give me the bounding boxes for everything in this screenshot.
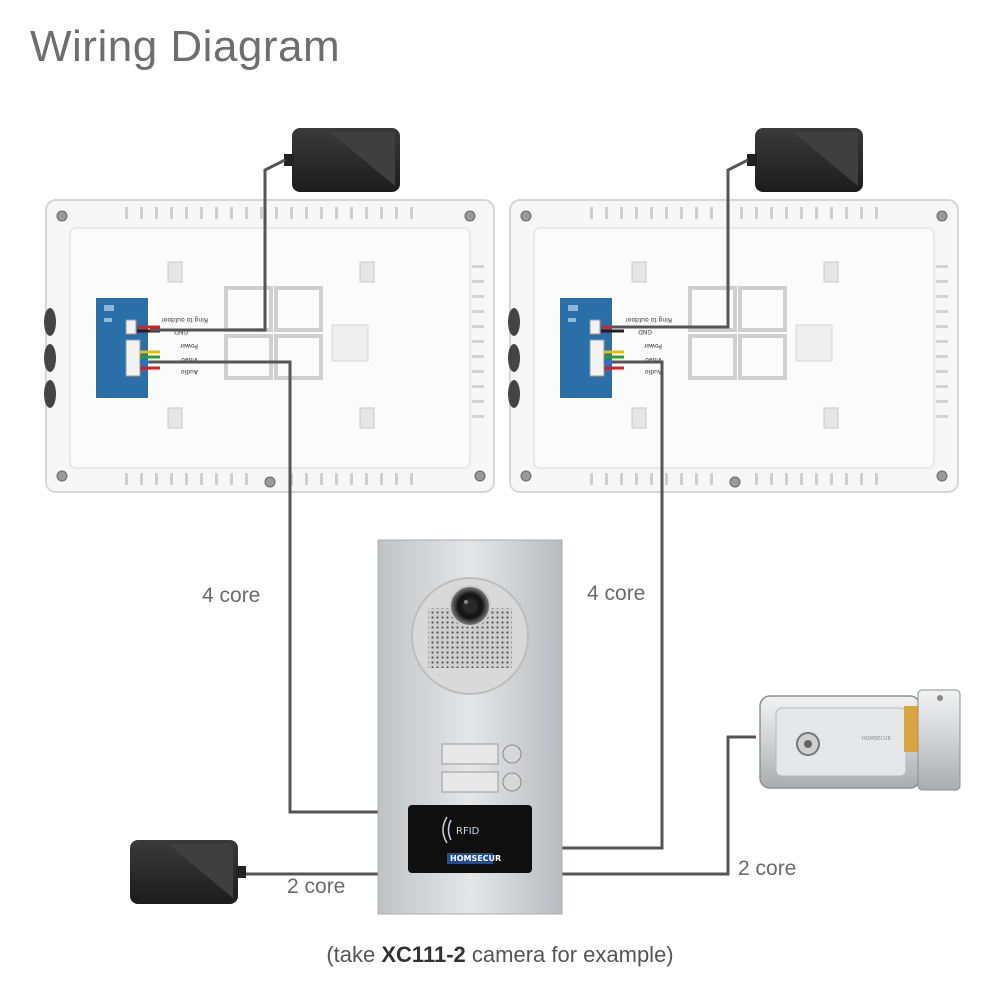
- left-cable-label: 4 core: [202, 584, 261, 607]
- caption-model: XC111-2: [381, 942, 466, 967]
- door-camera-panel: RFID HOMSECUR: [377, 539, 563, 915]
- left-terminal-label-3: Video: [181, 356, 198, 363]
- right-terminal-label-4: Audio: [645, 368, 662, 375]
- lock-brand-label: HOMSECUR: [862, 736, 891, 742]
- electric-lock: HOMSECUR: [759, 689, 961, 791]
- diagram-title: Wiring Diagram: [30, 22, 341, 71]
- right-terminal-label-3: Video: [645, 356, 662, 363]
- right-terminal-label-2: Power: [643, 342, 662, 349]
- left-terminal-label-2: Power: [179, 342, 198, 349]
- power-cable-label: 2 core: [287, 875, 346, 898]
- caption-suffix: camera for example): [465, 942, 674, 967]
- caption-prefix: (take: [326, 942, 382, 967]
- right-monitor: Ring to outdoor GND Power Video Audio: [508, 199, 959, 493]
- camera-brand-label: HOMSECUR: [450, 854, 501, 863]
- caption: (take XC111-2 camera for example): [0, 942, 1000, 968]
- lock-cable-label: 2 core: [738, 857, 797, 880]
- right-cable-label: 4 core: [587, 582, 646, 605]
- right-monitor-power-adapter: [747, 128, 863, 192]
- camera-power-adapter: [130, 840, 246, 904]
- left-monitor: Ring to outdoor GND Power Video Audio: [44, 199, 495, 493]
- right-terminal-label-1: GND: [638, 328, 652, 335]
- left-monitor-power-adapter: [284, 128, 400, 192]
- left-terminal-label-0: Ring to outdoor: [161, 316, 208, 323]
- wires: [150, 158, 756, 876]
- left-terminal-label-4: Audio: [181, 368, 198, 375]
- right-terminal-label-0: Ring to outdoor: [625, 316, 672, 323]
- rfid-label: RFID: [456, 826, 480, 837]
